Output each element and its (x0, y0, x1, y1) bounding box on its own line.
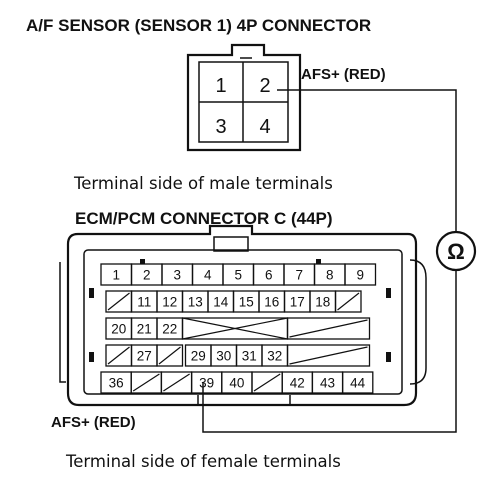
terminal-number: 31 (242, 349, 257, 364)
terminal-number: 36 (109, 376, 124, 391)
sensor-4p-connector: 1 2 3 4 (186, 43, 302, 152)
terminal-cavity (341, 371, 374, 394)
test-leads (202, 86, 457, 433)
sensor-pin: 3 (215, 116, 226, 138)
terminal-number: 2 (143, 268, 151, 283)
empty-cavity-mark (158, 346, 181, 365)
ecm-connector-latch (213, 236, 249, 252)
terminal-cavity (344, 263, 377, 286)
ohmmeter: Ω (435, 230, 477, 272)
empty-cavity-mark (107, 292, 130, 311)
terminal-cavity (334, 290, 362, 313)
terminal-number: 43 (320, 376, 335, 391)
terminal-number: 21 (137, 322, 152, 337)
sensor-connector-caption: Terminal side of male terminals (73, 174, 333, 193)
terminal-number: 18 (315, 295, 330, 310)
empty-cavity-mark (107, 346, 130, 365)
empty-cavity-mark (132, 373, 160, 392)
ecm-connector-caption: Terminal side of female terminals (65, 452, 341, 471)
terminal-cavity (156, 344, 184, 367)
sensor-connector-title: A/F SENSOR (SENSOR 1) 4P CONNECTOR (26, 16, 371, 35)
empty-cavity-mark (337, 292, 360, 311)
terminal-cavity (286, 317, 371, 340)
terminal-number: 44 (350, 376, 366, 391)
terminal-number: 7 (295, 268, 303, 283)
terminal-number: 8 (326, 268, 334, 283)
blocked-cavity-cross (182, 317, 288, 340)
empty-cavity-mark (289, 346, 368, 365)
terminal-number: 17 (290, 295, 305, 310)
terminal-cavity (286, 344, 371, 367)
terminal-number: 12 (162, 295, 177, 310)
ecm-connector-inner (83, 249, 403, 395)
terminal-number: 20 (111, 322, 126, 337)
terminal-number: 4 (204, 268, 212, 283)
terminal-number: 11 (137, 295, 151, 310)
terminal-number: 29 (191, 349, 206, 364)
empty-cavity-mark (289, 319, 368, 338)
terminal-number: 42 (290, 376, 305, 391)
terminal-number: 14 (213, 295, 229, 310)
ecm-connector-title: ECM/PCM CONNECTOR C (44P) (75, 209, 333, 228)
empty-cavity-mark (253, 373, 281, 392)
terminal-number: 3 (173, 268, 181, 283)
terminal-number: 39 (199, 376, 214, 391)
terminal-number: 13 (188, 295, 203, 310)
sensor-test-lead (277, 89, 457, 232)
sensor-pin: 1 (215, 75, 226, 97)
sensor-wire-label: AFS+ (RED) (301, 66, 386, 83)
ohmmeter-symbol (435, 230, 477, 272)
terminal-number: 15 (239, 295, 254, 310)
ohm-icon: Ω (447, 239, 465, 264)
ecm-connector-housing (66, 224, 418, 407)
terminal-number: 32 (267, 349, 282, 364)
terminal-number: 6 (265, 268, 273, 283)
terminal-number: 22 (162, 322, 177, 337)
terminal-number: 16 (264, 295, 279, 310)
terminal-number: 5 (234, 268, 242, 283)
ecm-wire-label: AFS+ (RED) (51, 414, 136, 431)
terminal-number: 9 (356, 268, 364, 283)
sensor-pin: 4 (259, 116, 270, 138)
sensor-pin: 2 (259, 75, 270, 97)
empty-cavity-mark (163, 373, 190, 392)
terminal-number: 40 (229, 376, 244, 391)
terminal-number: 1 (112, 268, 120, 283)
ecm-test-lead (202, 271, 457, 433)
terminal-number: 27 (137, 349, 152, 364)
terminal-number: 30 (216, 349, 231, 364)
sensor-connector-housing (186, 43, 302, 152)
